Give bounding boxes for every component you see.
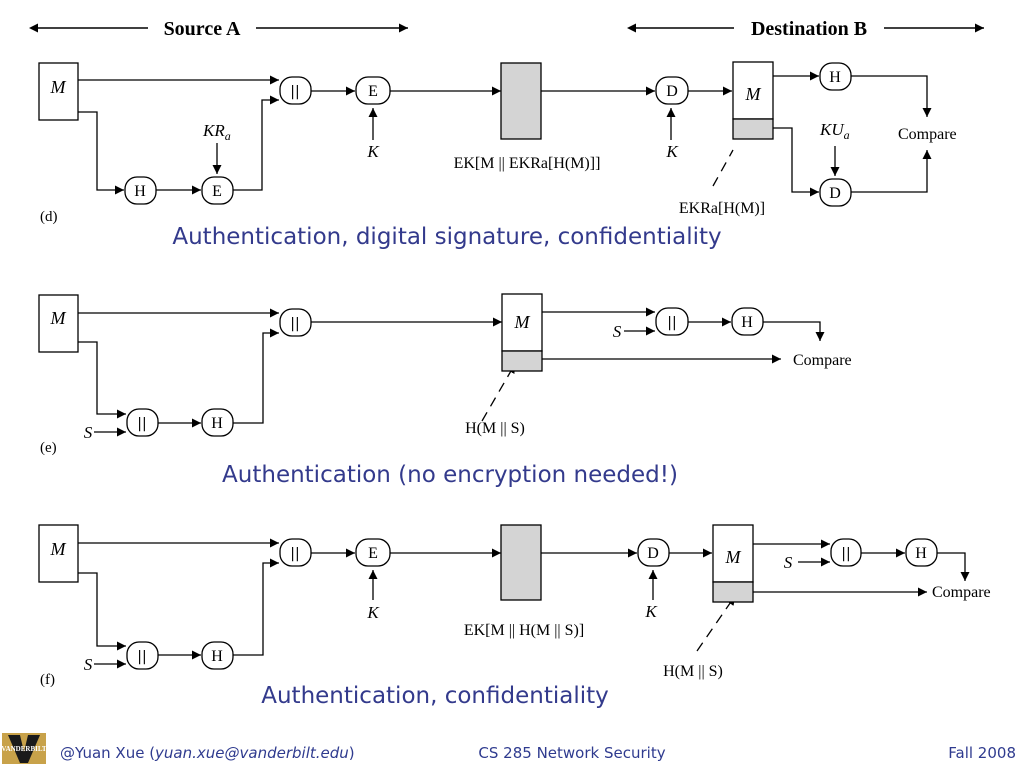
message-box-destination <box>501 293 543 352</box>
hash-node <box>731 307 764 336</box>
footer: VANDERBILT @Yuan Xue (yuan.xue@vanderbil… <box>1 733 1016 764</box>
message-label: M <box>50 77 67 97</box>
diagram-label: (e) <box>40 440 57 456</box>
diagram-f: M M || H || E D || H S S K K Compare EK[… <box>38 524 991 709</box>
hash-node <box>201 641 234 670</box>
concat-label: || <box>290 84 299 100</box>
hash-block <box>712 581 754 603</box>
hash-block <box>501 350 543 372</box>
hash-label: H <box>211 415 223 432</box>
cipher-block <box>500 62 542 140</box>
diagram-caption: Authentication, digital signature, confi… <box>172 224 721 250</box>
diagram-label: (f) <box>40 672 55 688</box>
key-label: K <box>366 603 380 622</box>
diagram-caption: Authentication, confidentiality <box>261 683 608 709</box>
message-label: M <box>50 308 67 328</box>
concat-node <box>279 76 312 105</box>
cipher-expression: EK[M || EKRa[H(M)]] <box>454 155 601 172</box>
decrypt-node <box>819 178 852 207</box>
diagram-caption: Authentication (no encryption needed!) <box>222 462 678 488</box>
decrypt-node <box>655 76 689 105</box>
hash-label: H <box>211 648 223 665</box>
concat-node <box>279 538 312 567</box>
compare-label: Compare <box>932 584 991 601</box>
diagram-label: (d) <box>40 209 58 225</box>
message-label: M <box>514 312 531 332</box>
encrypt-node <box>355 538 391 567</box>
hash-expression: H(M || S) <box>663 663 723 680</box>
hash-label: H <box>134 183 146 200</box>
source-a-label: Source A <box>164 18 241 40</box>
concat-label: || <box>667 315 676 331</box>
signature-block <box>732 118 774 140</box>
destination-b-label: Destination B <box>751 18 867 40</box>
concat-label: || <box>290 316 299 332</box>
hash-node <box>201 408 234 437</box>
hash-node <box>819 62 852 91</box>
decrypt-node <box>637 538 670 567</box>
public-key-label: KUa <box>819 120 850 142</box>
key-label: K <box>665 142 679 161</box>
concat-label: || <box>841 546 850 562</box>
encrypt-node <box>201 176 234 205</box>
concat-node <box>279 308 312 337</box>
signature-expression: EKRa[H(M)] <box>679 200 765 217</box>
key-label: K <box>366 142 380 161</box>
compare-label: Compare <box>793 352 852 369</box>
encrypt-node <box>355 76 391 105</box>
footer-course: CS 285 Network Security <box>478 744 665 762</box>
message-box-source <box>38 62 79 121</box>
hash-label: H <box>829 69 841 86</box>
decrypt-label: D <box>829 185 841 202</box>
secret-label: S <box>784 553 793 572</box>
message-label: M <box>745 84 762 104</box>
private-key-label: KRa <box>202 121 231 143</box>
concat-label: || <box>137 416 146 432</box>
concat-node <box>655 307 689 336</box>
cipher-block <box>500 524 542 601</box>
secret-label: S <box>84 423 93 442</box>
secret-label: S <box>613 322 622 341</box>
message-box-source <box>38 294 79 353</box>
concat-label: || <box>290 546 299 562</box>
hash-label: H <box>741 314 753 331</box>
secret-label: S <box>84 655 93 674</box>
hash-node <box>905 538 938 567</box>
concat-node <box>830 538 862 567</box>
concat-node <box>126 408 159 437</box>
hash-expression: H(M || S) <box>465 420 525 437</box>
vanderbilt-logo: VANDERBILT <box>1 733 47 764</box>
message-label: M <box>725 547 742 567</box>
cipher-expression: EK[M || H(M || S)] <box>464 622 584 639</box>
encrypt-label: E <box>368 545 378 562</box>
encrypt-label: E <box>368 83 378 100</box>
diagram-e: M M || H || || H S S Compare H(M || S) (… <box>38 293 852 488</box>
footer-author: @Yuan Xue (yuan.xue@vanderbilt.edu) <box>60 744 355 762</box>
compare-label: Compare <box>898 126 957 143</box>
message-box-source <box>38 524 79 583</box>
concat-node <box>126 641 159 670</box>
footer-term: Fall 2008 <box>948 744 1016 762</box>
hash-node <box>124 176 157 205</box>
decrypt-label: D <box>666 83 678 100</box>
decrypt-label: D <box>647 545 659 562</box>
key-label: K <box>644 602 658 621</box>
encrypt-label: E <box>212 183 222 200</box>
logo-text: VANDERBILT <box>1 745 46 753</box>
diagram-d: M H E || E D H D M KRa KUa K K Compare E… <box>38 61 957 250</box>
message-label: M <box>50 539 67 559</box>
hash-label: H <box>915 545 927 562</box>
concat-label: || <box>137 649 146 665</box>
message-box-destination <box>732 61 774 120</box>
